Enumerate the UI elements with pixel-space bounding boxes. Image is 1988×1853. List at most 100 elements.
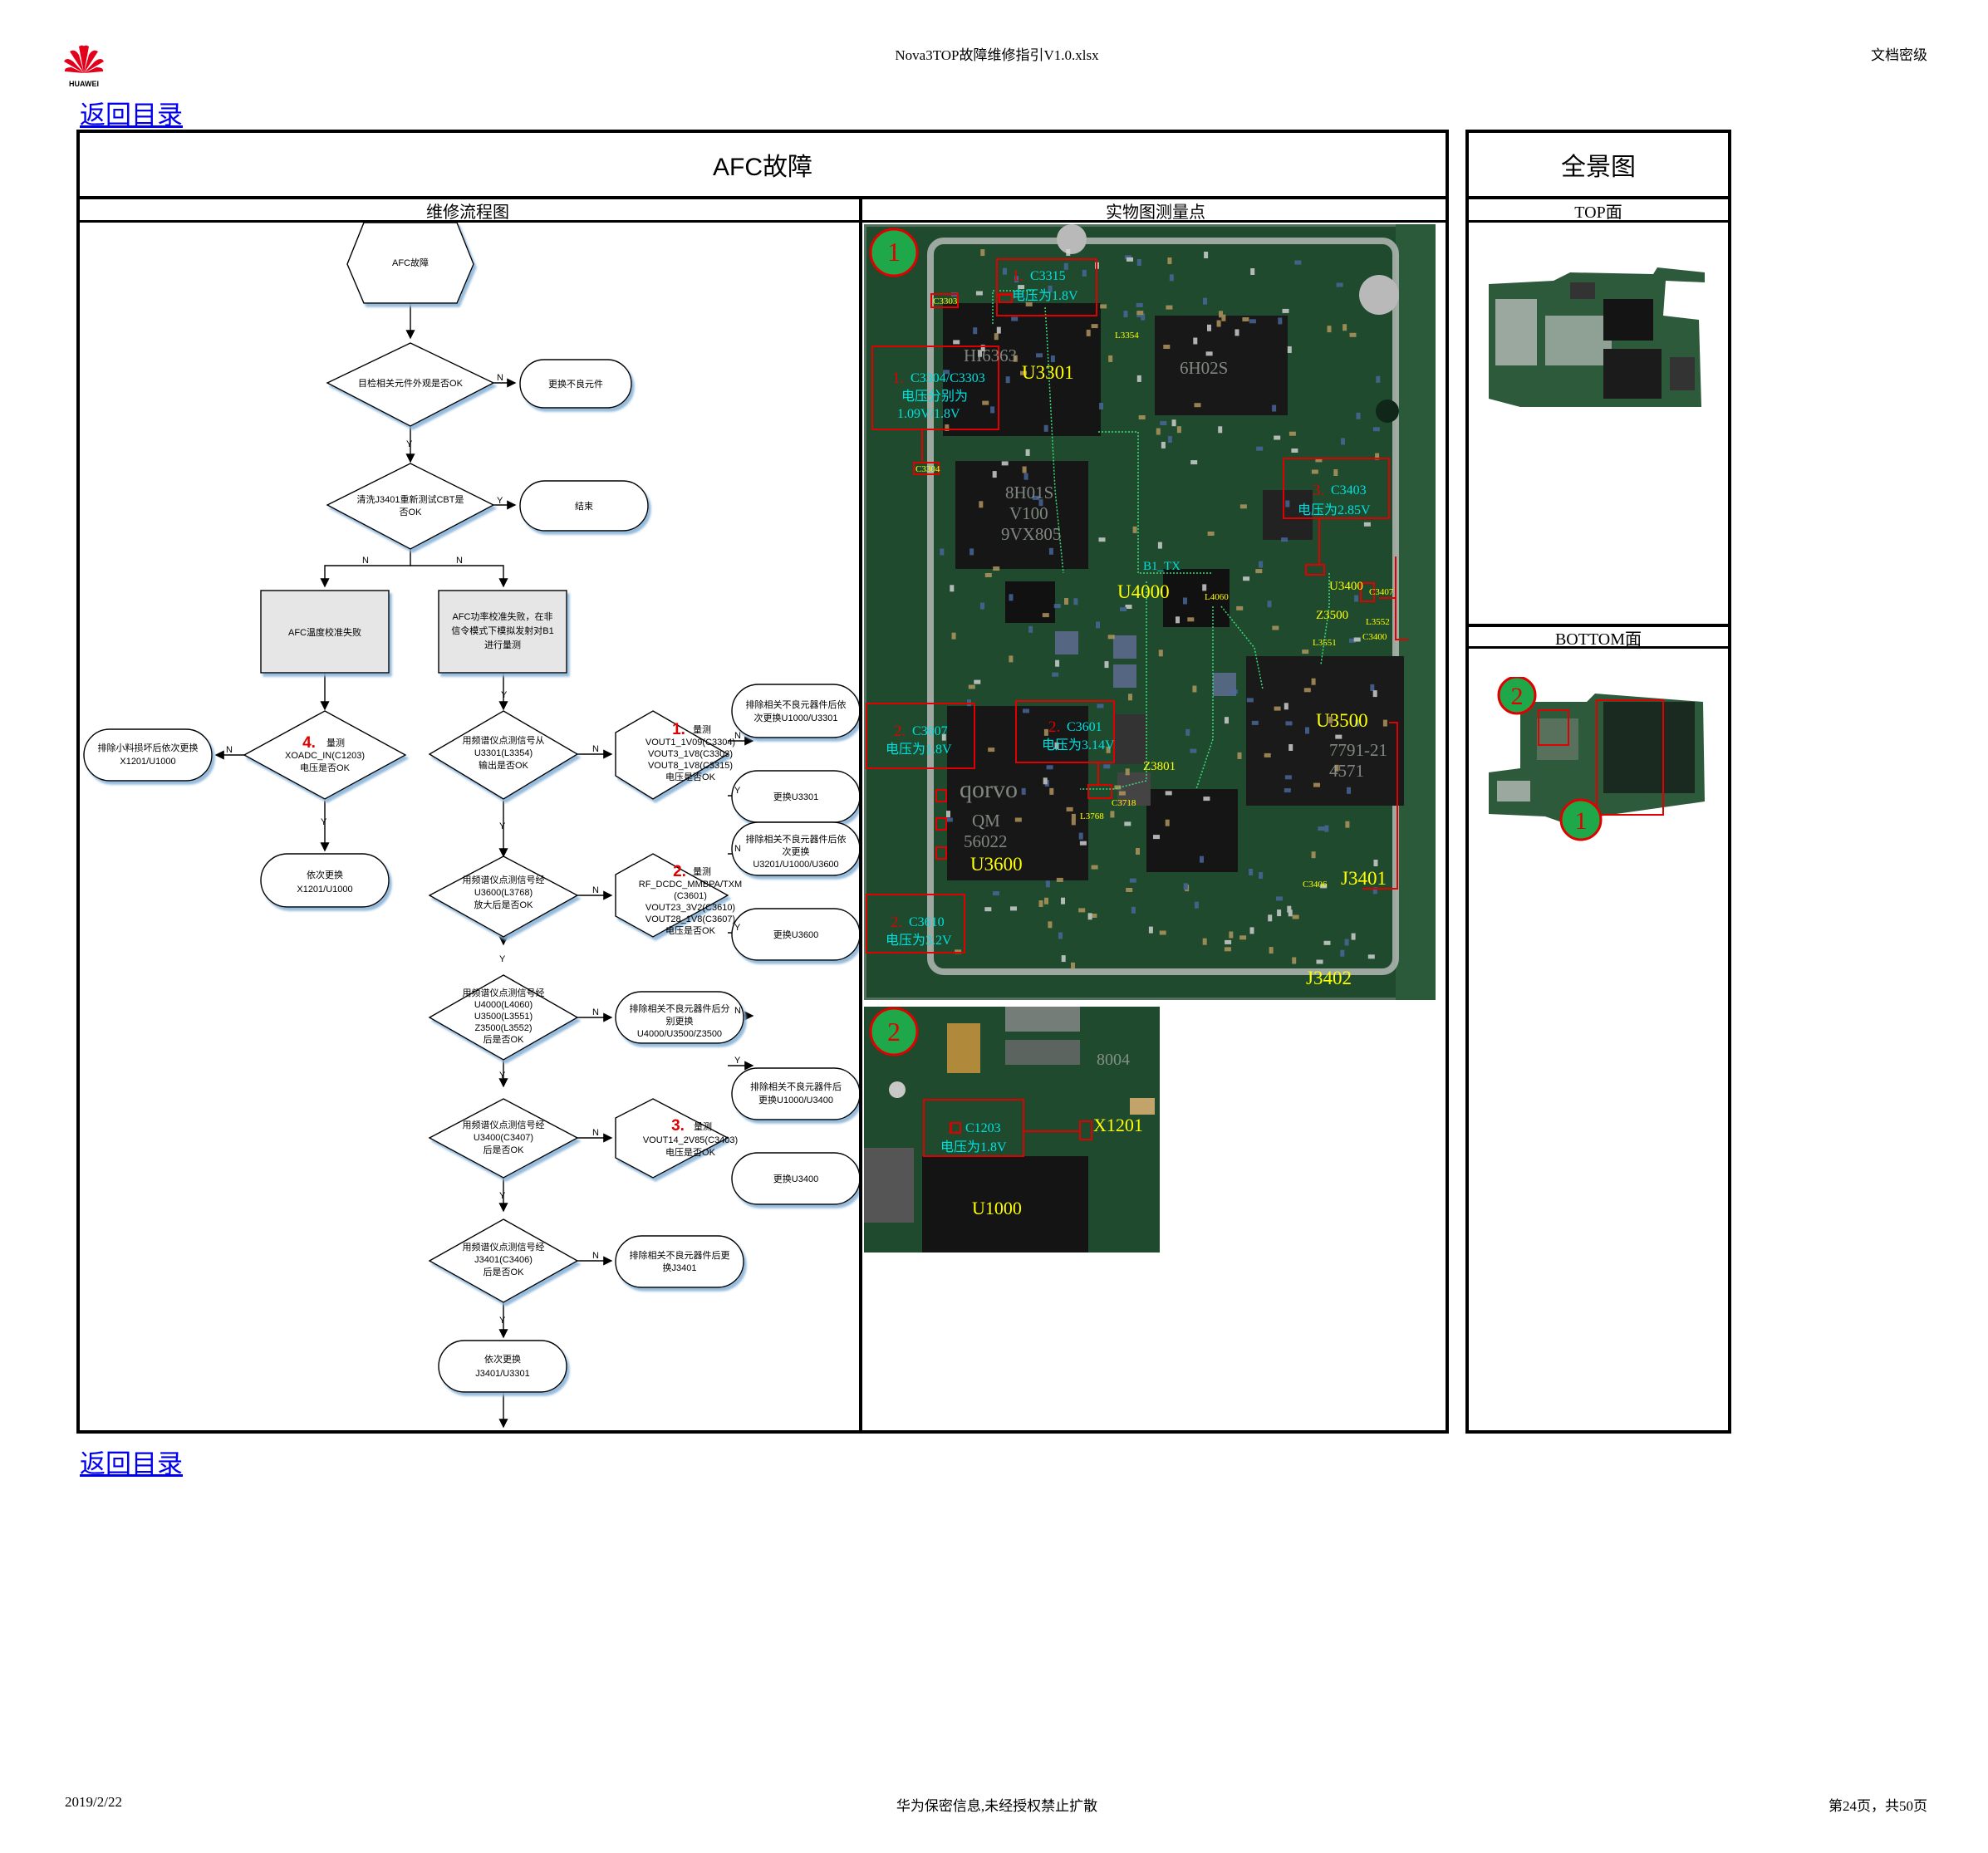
svg-text:电压为1.8V: 电压为1.8V: [940, 1140, 1007, 1154]
top-side-label: TOP面: [1574, 203, 1622, 222]
m1-l2: VOUT1_1V09(C3304): [645, 738, 735, 748]
decision-u3301: [428, 710, 579, 800]
s3-l2: U4000(L4060): [474, 1000, 533, 1010]
s5-l2: J3401(C3406): [474, 1255, 533, 1265]
svg-text:C3403: C3403: [1331, 483, 1367, 498]
m4-l2: XOADC_IN(C1203): [285, 751, 365, 761]
photo1-badge: 1: [887, 237, 901, 267]
m2-l3: (C3601): [674, 891, 707, 901]
svg-text:电压为3.2V: 电压为3.2V: [886, 933, 952, 948]
p2-label-1: AFC功率校准失败，在非: [453, 610, 553, 622]
svg-text:Y: Y: [321, 817, 327, 827]
svg-text:L3768: L3768: [1080, 811, 1104, 821]
u3301-label: U3301: [1022, 362, 1074, 383]
replace-part-box: [519, 359, 632, 409]
replace-u1000-u3301: [731, 684, 859, 738]
footer-date: 2019/2/22: [65, 1794, 122, 1810]
m3-num: 3.: [671, 1117, 685, 1135]
svg-text:N: N: [592, 744, 599, 754]
svg-text:Y: Y: [499, 1071, 506, 1081]
svg-text:Y: Y: [501, 690, 508, 700]
d2-label-1: 清洗J3401重新测试CBT是: [357, 493, 464, 505]
panorama-top-image: [1489, 267, 1705, 407]
m1-num: 1.: [672, 721, 685, 738]
decision-measure-2: [615, 853, 729, 938]
svg-text:Y: Y: [499, 821, 506, 831]
s1-l1: 用频谱仪点测信号从: [463, 734, 545, 746]
svg-text:C3607: C3607: [912, 724, 948, 738]
replace-u3600-box: [731, 908, 859, 961]
start-hexagon: [346, 223, 474, 304]
m1-l5: 电压是否OK: [665, 772, 716, 782]
m3-l3: 电压是否OK: [665, 1147, 716, 1158]
svg-text:Y: Y: [734, 1056, 741, 1066]
back-to-toc-link-bottom[interactable]: 返回目录: [80, 1449, 183, 1478]
svg-text:Y: Y: [497, 496, 503, 506]
svg-text:2.: 2.: [891, 914, 902, 931]
decision-measure-4: [243, 710, 407, 800]
svg-text:C3304: C3304: [915, 464, 940, 474]
svg-text:C3718: C3718: [1112, 798, 1136, 808]
decision-measure-1: [615, 710, 729, 800]
m4-l1: 量测: [326, 738, 345, 748]
svg-text:Y: Y: [499, 1316, 506, 1326]
end-box: [519, 480, 649, 532]
svg-text:C3601: C3601: [1067, 720, 1102, 734]
x1-l2: X1201/U1000: [120, 757, 175, 767]
svg-text:B1_TX: B1_TX: [1143, 560, 1181, 573]
svg-text:C3400: C3400: [1362, 632, 1387, 642]
p1-label: AFC温度校准失败: [288, 626, 361, 638]
decision-clean-j3401: [326, 463, 495, 550]
flowchart-column-header: 维修流程图: [426, 203, 509, 222]
panorama-bottom-image: 1 2: [1489, 677, 1705, 841]
svg-text:1.: 1.: [1012, 267, 1023, 285]
m4-l3: 电压是否OK: [300, 762, 351, 773]
m1-l3: VOUT3_1V8(C3303): [648, 749, 733, 759]
footer-notice: 华为保密信息,未经授权禁止扩散: [896, 1798, 1098, 1814]
svg-text:电压分别为: 电压分别为: [901, 389, 968, 404]
m4-num: 4.: [302, 734, 316, 752]
decision-visual-check: [326, 342, 495, 427]
svg-text:C3315: C3315: [1030, 269, 1066, 283]
svg-text:6H02S: 6H02S: [1180, 358, 1228, 378]
svg-text:电压为2.85V: 电压为2.85V: [1298, 502, 1371, 517]
svg-text:电压为3.14V: 电压为3.14V: [1042, 738, 1115, 752]
m3-l1: 量测: [694, 1121, 712, 1132]
m2-l6: 电压是否OK: [665, 925, 716, 936]
svg-text:N: N: [734, 844, 741, 854]
m2-l2: RF_DCDC_MMBPA/TXM: [639, 880, 742, 890]
photo-column-header: 实物图测量点: [1106, 203, 1205, 222]
table-title: AFC故障: [713, 154, 812, 181]
back-to-toc-link[interactable]: 返回目录: [80, 100, 183, 130]
s3-l5: 后是否OK: [484, 1034, 525, 1045]
d2-label-2: 否OK: [400, 507, 423, 517]
classification: 文档密级: [1871, 47, 1927, 63]
s1-l2: U3301(L3354): [474, 748, 533, 758]
svg-text:电压为1.8V: 电压为1.8V: [886, 742, 952, 757]
j3401-label: J3401: [1341, 868, 1387, 889]
svg-text:N: N: [734, 731, 741, 741]
s5-l1: 用频谱仪点测信号经: [463, 1241, 545, 1252]
pcb-photo-1: 1 HI6363 6H02S 8H01S V100 9VX805 qorvo Q…: [864, 224, 1436, 1000]
e3-l2: 次更换: [783, 846, 810, 857]
e1-l1: 排除相关不良元器件后依: [746, 699, 847, 710]
m2-num: 2.: [673, 863, 686, 880]
u4000-label: U4000: [1117, 581, 1170, 602]
svg-text:56022: 56022: [964, 831, 1008, 851]
s3-l4: Z3500(L3552): [474, 1023, 532, 1033]
e6-l2: 更换U1000/U3400: [758, 1094, 833, 1105]
svg-text:C3303: C3303: [933, 297, 958, 306]
svg-text:N: N: [362, 556, 369, 566]
replace-u3400-box: [731, 1152, 859, 1205]
huawei-logo-icon: HUAWEI: [64, 45, 104, 88]
m3-l2: VOUT14_2V85(C3403): [643, 1135, 738, 1145]
svg-text:9VX805: 9VX805: [1001, 524, 1061, 544]
m2-l1: 量测: [693, 866, 711, 877]
svg-text:N: N: [734, 1006, 741, 1016]
svg-text:N: N: [497, 373, 503, 383]
u3600-label: U3600: [970, 854, 1023, 875]
svg-text:2.: 2.: [894, 723, 906, 740]
svg-text:电压为1.8V: 电压为1.8V: [1012, 288, 1078, 303]
photo2-badge: 2: [887, 1017, 901, 1047]
huawei-logo: HUAWEI: [61, 42, 106, 88]
